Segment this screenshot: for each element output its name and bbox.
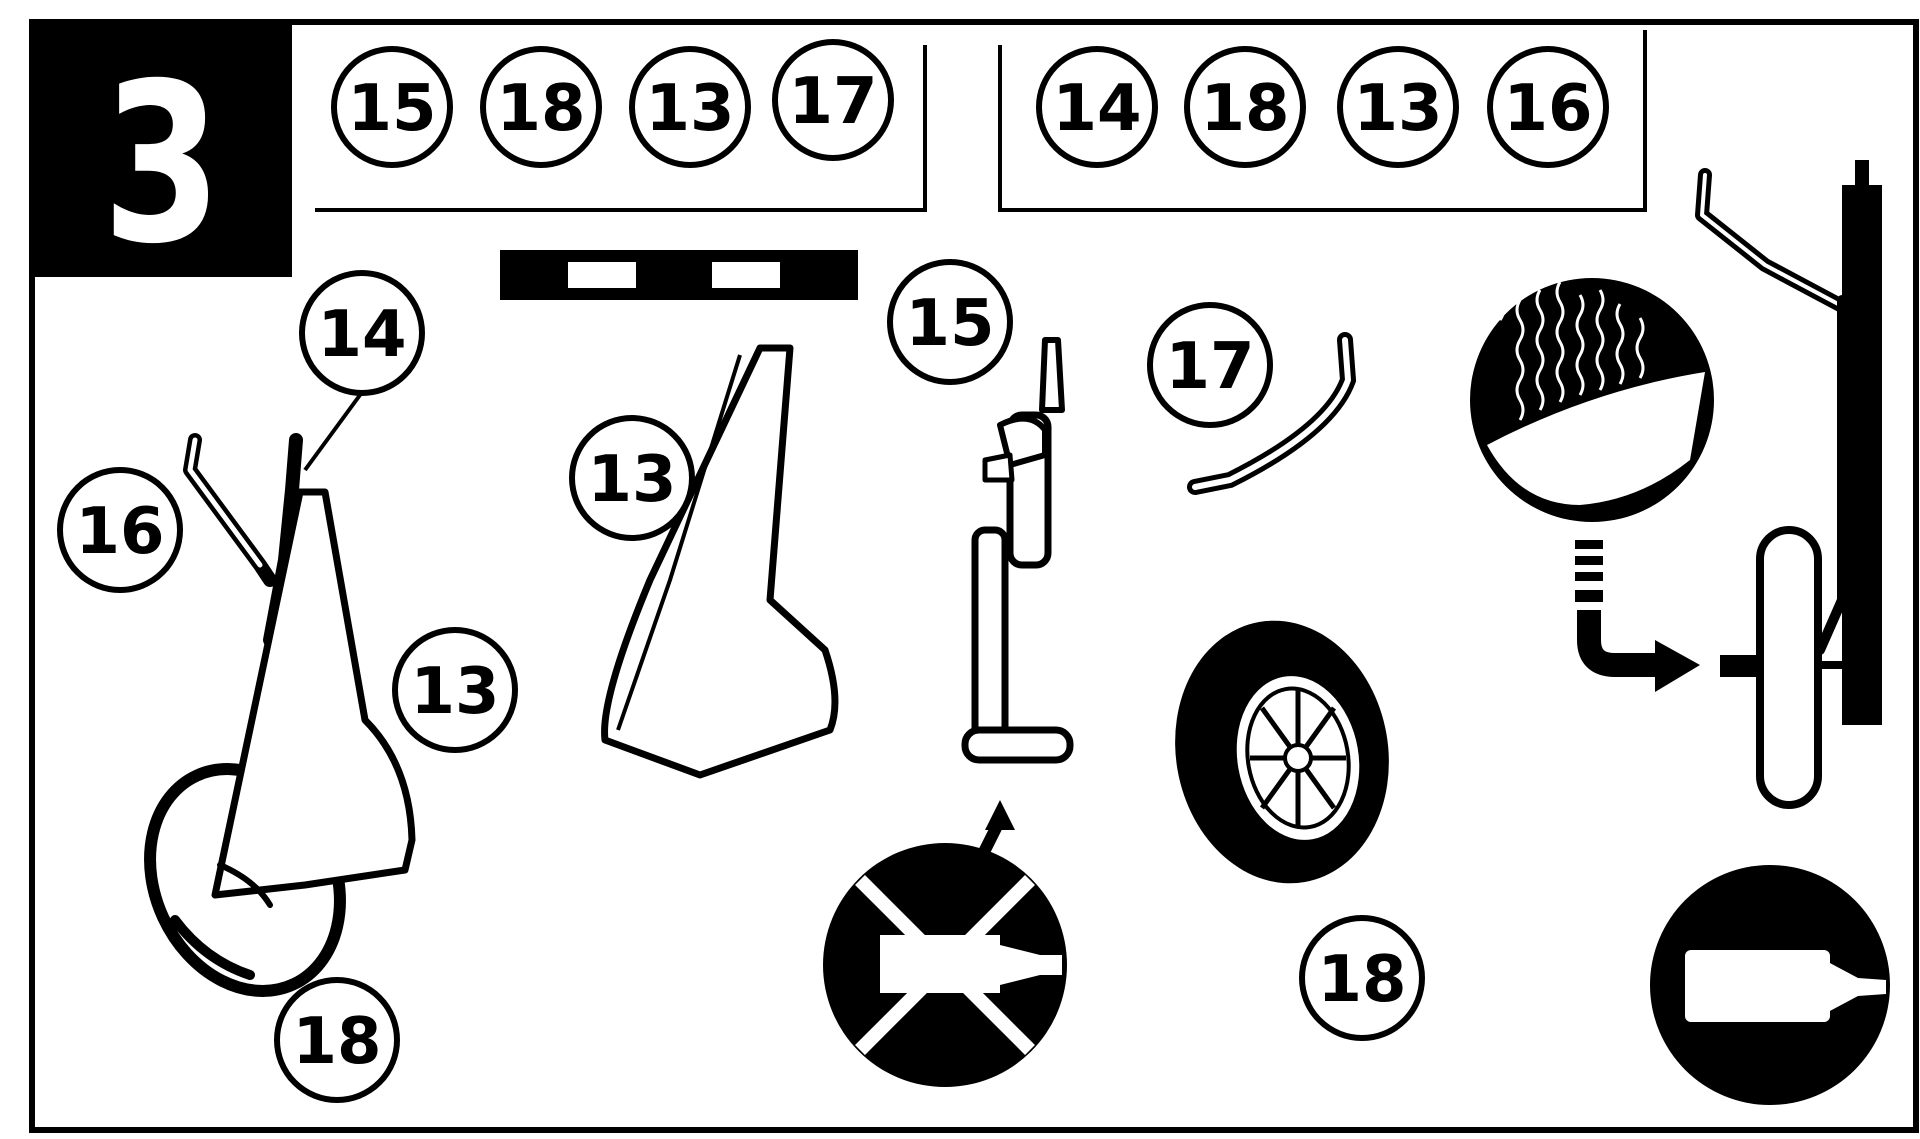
svg-text:16: 16 bbox=[1503, 72, 1592, 146]
svg-text:14: 14 bbox=[317, 298, 406, 372]
svg-text:15: 15 bbox=[905, 287, 994, 361]
part-number-circle: 16 bbox=[1490, 49, 1606, 165]
svg-text:15: 15 bbox=[347, 72, 436, 146]
svg-text:18: 18 bbox=[1317, 943, 1406, 1017]
part-number-circle: 15 bbox=[334, 49, 450, 165]
fairing-cover-part bbox=[605, 348, 835, 775]
part-number-circle: 14 bbox=[1039, 49, 1155, 165]
svg-text:13: 13 bbox=[587, 443, 676, 517]
wheel-part bbox=[1155, 604, 1410, 901]
part-number-circle: 18 bbox=[483, 49, 599, 165]
callout-18-assembled: 18 bbox=[277, 980, 397, 1100]
svg-text:16: 16 bbox=[75, 495, 164, 569]
svg-text:18: 18 bbox=[292, 1005, 381, 1079]
svg-text:18: 18 bbox=[1200, 72, 1289, 146]
paint-scheme-bar bbox=[500, 250, 858, 300]
callout-17-rod: 17 bbox=[1150, 305, 1270, 425]
apply-glue-icon bbox=[1650, 865, 1890, 1105]
svg-text:13: 13 bbox=[1353, 72, 1442, 146]
part-number-circle: 17 bbox=[775, 42, 891, 158]
step-number: 3 bbox=[102, 36, 221, 292]
parts-group-2: 14 18 13 16 bbox=[1000, 30, 1645, 210]
part-number-circle: 13 bbox=[1340, 49, 1456, 165]
callout-14-assembled: 14 bbox=[302, 273, 422, 393]
strut-part bbox=[965, 340, 1070, 760]
part-number-circle: 18 bbox=[1187, 49, 1303, 165]
callout-13-cover: 13 bbox=[572, 418, 692, 538]
assembled-gear-side-view bbox=[1702, 160, 1882, 805]
svg-text:13: 13 bbox=[645, 72, 734, 146]
callout-16-assembled: 16 bbox=[60, 470, 180, 590]
svg-text:17: 17 bbox=[1165, 330, 1254, 404]
svg-text:14: 14 bbox=[1052, 72, 1141, 146]
no-glue-icon bbox=[823, 800, 1067, 1087]
svg-text:18: 18 bbox=[496, 72, 585, 146]
parts-group-1: 15 18 13 17 bbox=[315, 42, 925, 210]
tire-detail-icon bbox=[1470, 278, 1714, 692]
svg-text:13: 13 bbox=[410, 655, 499, 729]
callout-leader bbox=[305, 395, 360, 470]
callout-13-assembled: 13 bbox=[395, 630, 515, 750]
svg-text:17: 17 bbox=[788, 65, 877, 139]
part-number-circle: 13 bbox=[632, 49, 748, 165]
step-number-badge: 3 bbox=[32, 22, 292, 292]
callout-15-strut: 15 bbox=[890, 262, 1010, 382]
callout-18-wheel: 18 bbox=[1302, 918, 1422, 1038]
